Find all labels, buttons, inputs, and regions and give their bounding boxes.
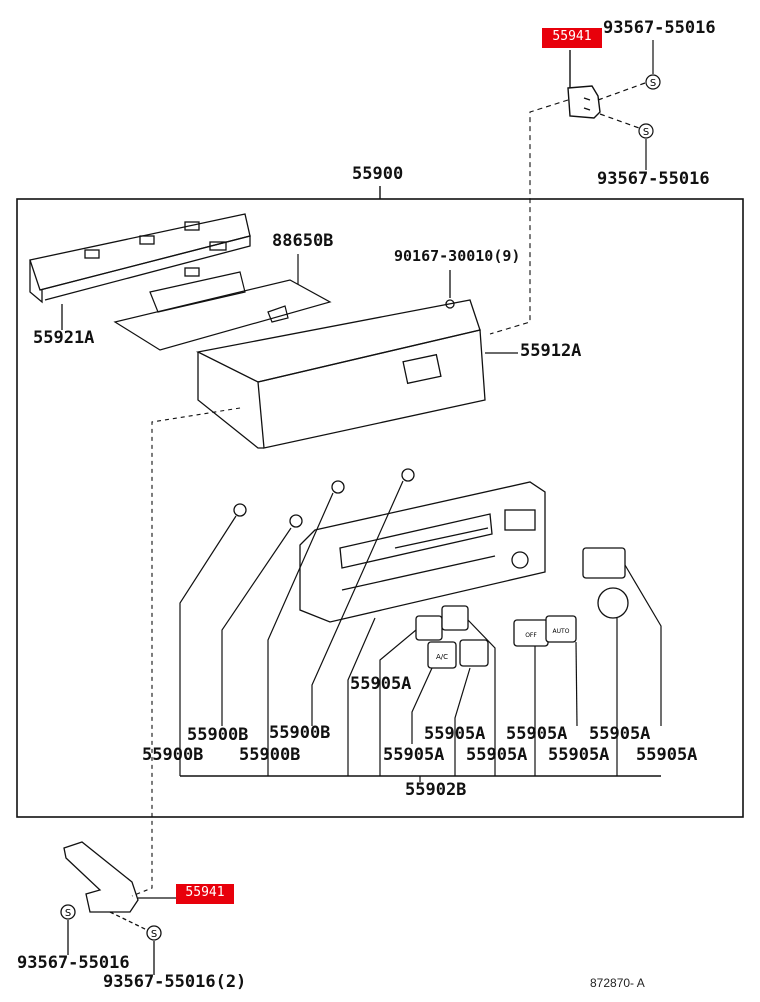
label-bottom-screw-right[interactable]: 93567-55016(2) bbox=[103, 972, 247, 992]
auto-button bbox=[545, 615, 577, 643]
label-bracket[interactable]: 55921A bbox=[33, 328, 95, 348]
knob-icon bbox=[597, 587, 629, 619]
label-knob-r4[interactable]: 55905A bbox=[383, 745, 445, 765]
button-icon bbox=[582, 547, 626, 579]
button-icon bbox=[441, 605, 469, 631]
label-bulb-1[interactable]: 55900B bbox=[187, 725, 249, 745]
label-knob-r3[interactable]: 55905A bbox=[589, 724, 651, 744]
label-knob-r6[interactable]: 55905A bbox=[548, 745, 610, 765]
bottom-control-part bbox=[60, 841, 178, 975]
auto-text: AUTO bbox=[553, 628, 570, 635]
screw-symbol: S bbox=[643, 127, 649, 138]
highlight-label-55941-bottom[interactable]: 55941 bbox=[176, 884, 234, 904]
ac-text: A/C bbox=[436, 653, 448, 661]
bracket-55921a bbox=[29, 213, 251, 330]
bulb-icon bbox=[401, 468, 415, 482]
bulb-icon bbox=[331, 480, 345, 494]
screw-90167 bbox=[445, 270, 455, 309]
top-control-part bbox=[567, 50, 601, 119]
control-panel-55902b bbox=[299, 481, 546, 623]
label-circuit-board[interactable]: 88650B bbox=[272, 231, 334, 251]
ac-button bbox=[427, 641, 457, 669]
housing-55912a bbox=[195, 299, 518, 449]
bottom-connection-line bbox=[131, 407, 241, 897]
buttons bbox=[415, 547, 629, 669]
button-icon bbox=[415, 615, 443, 641]
bulb-icon bbox=[289, 514, 303, 528]
label-bulb-4[interactable]: 55900B bbox=[239, 745, 301, 765]
label-panel[interactable]: 55902B bbox=[405, 780, 467, 800]
label-knob-upper[interactable]: 55905A bbox=[350, 674, 412, 694]
screw-icon bbox=[146, 925, 162, 941]
label-bulb-2[interactable]: 55900B bbox=[269, 723, 331, 743]
bulbs bbox=[233, 468, 415, 528]
highlight-label-55941-top[interactable]: 55941 bbox=[542, 28, 602, 48]
screw-icon bbox=[638, 123, 654, 139]
screw-icon bbox=[60, 904, 76, 920]
screw-symbol: S bbox=[151, 929, 157, 940]
label-housing[interactable]: 55912A bbox=[520, 341, 582, 361]
label-knob-r7[interactable]: 55905A bbox=[636, 745, 698, 765]
bulb-icon bbox=[233, 503, 247, 517]
screw-symbol: S bbox=[65, 908, 71, 919]
top-connection-line bbox=[489, 99, 569, 335]
figure-code: 872870- A bbox=[590, 976, 645, 990]
top-screws bbox=[597, 40, 661, 170]
label-bulb-3[interactable]: 55900B bbox=[142, 745, 204, 765]
leader-lines bbox=[179, 480, 662, 782]
label-knob-r5[interactable]: 55905A bbox=[466, 745, 528, 765]
button-icon bbox=[459, 639, 489, 667]
screw-symbol: S bbox=[650, 78, 656, 89]
label-bottom-screw-left[interactable]: 93567-55016 bbox=[17, 953, 130, 973]
label-top-screw-upper[interactable]: 93567-55016 bbox=[603, 18, 716, 38]
label-screw[interactable]: 90167-30010(9) bbox=[394, 247, 521, 265]
screw-icon bbox=[645, 74, 661, 90]
circuit-board-88650b bbox=[113, 254, 332, 351]
label-knob-r1[interactable]: 55905A bbox=[424, 724, 486, 744]
off-text: OFF bbox=[525, 632, 537, 639]
label-assembly[interactable]: 55900 bbox=[352, 164, 404, 184]
label-knob-r2[interactable]: 55905A bbox=[506, 724, 568, 744]
label-top-screw-lower[interactable]: 93567-55016 bbox=[597, 169, 710, 189]
